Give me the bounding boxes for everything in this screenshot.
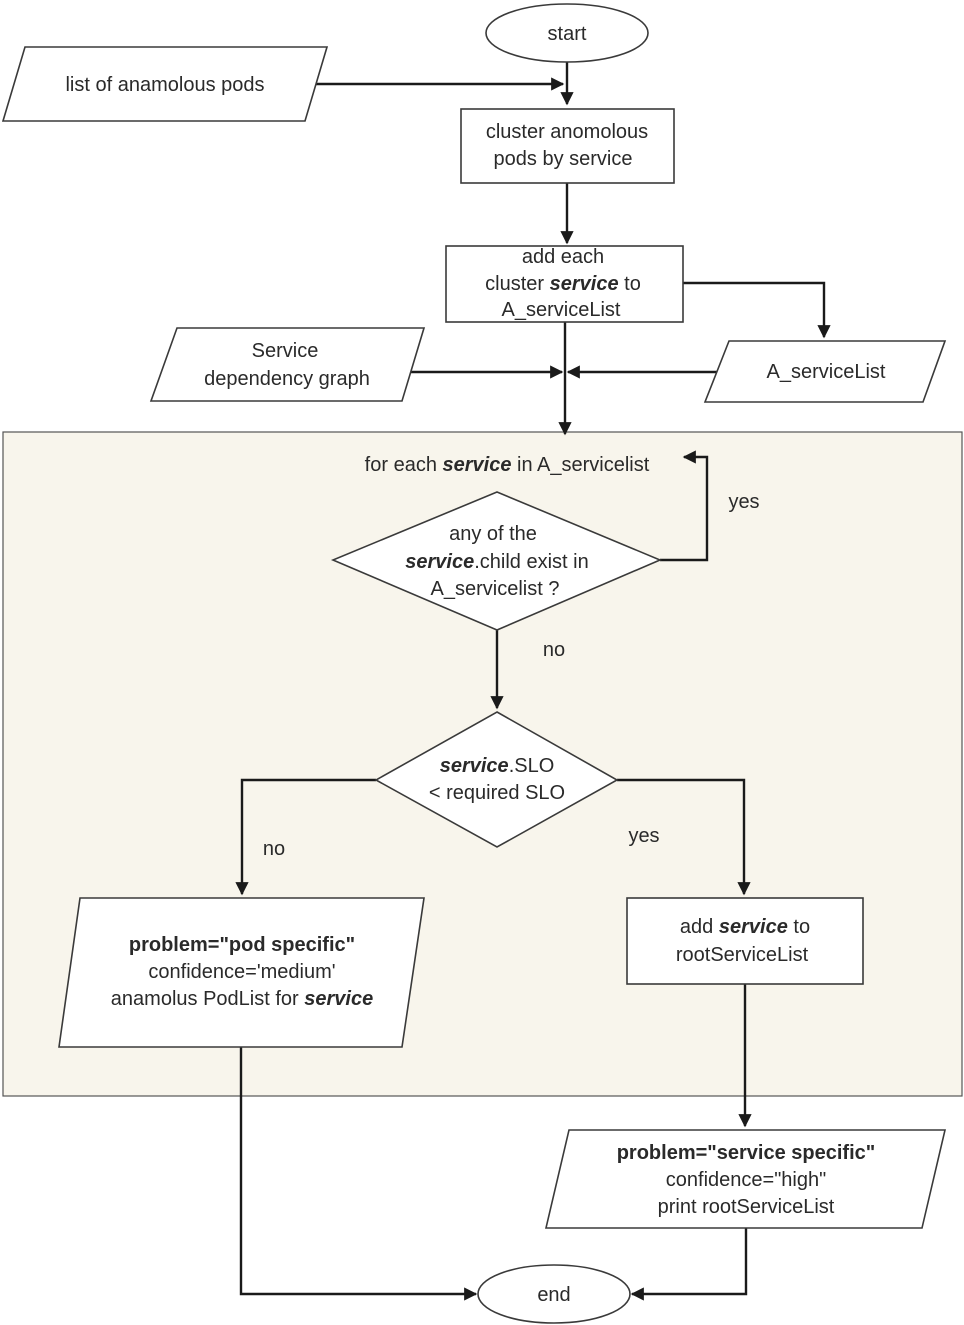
a-servicelist-label: A_serviceList [767, 361, 886, 383]
child-no-label: no [543, 639, 565, 661]
process-add-root-service: add service to rootServiceList [626, 897, 864, 985]
add-each-line1: add each [522, 246, 604, 268]
service-specific-line3: print rootServiceList [658, 1196, 835, 1218]
slo-yes-label: yes [628, 825, 659, 847]
edge-pod-to-end [239, 1047, 478, 1301]
add-root-line1: add service to [680, 916, 810, 938]
start-label: start [548, 23, 587, 45]
process-cluster-pods: cluster anomolous pods by service [460, 108, 675, 184]
loop-label: for each service in A_servicelist [365, 454, 650, 476]
anomalous-pods-label: list of anamolous pods [65, 74, 264, 96]
end-label: end [537, 1284, 570, 1306]
input-dependency-graph: Service dependency graph [149, 327, 426, 402]
child-yes-label: yes [728, 491, 759, 513]
edge-add-to-servicelist [683, 281, 831, 339]
pod-specific-line2: confidence='medium' [148, 961, 335, 983]
start-terminal: start [485, 3, 649, 63]
dependency-graph-line2: dependency graph [204, 368, 370, 390]
output-service-specific: problem="service specific" confidence="h… [544, 1129, 947, 1229]
pod-specific-line1: problem="pod specific" [129, 934, 355, 956]
child-decision-line1: any of the [449, 523, 537, 545]
slo-no-label: no [263, 838, 285, 860]
edge-slo-yes [617, 778, 751, 896]
slo-decision-line1: service.SLO [440, 755, 555, 777]
edge-service-to-end [630, 1228, 748, 1301]
slo-decision-line2: < required SLO [429, 782, 565, 804]
data-a-servicelist: A_serviceList [703, 340, 947, 403]
end-terminal: end [477, 1264, 631, 1324]
service-specific-line1: problem="service specific" [617, 1142, 876, 1164]
cluster-pods-line2: pods by service [494, 148, 633, 170]
edge-child-yes-loop [660, 450, 709, 562]
edge-slo-no [235, 778, 376, 896]
cluster-pods-line1: cluster anomolous [486, 121, 648, 143]
child-decision-line2: service.child exist in [405, 551, 588, 573]
add-root-line2: rootServiceList [676, 944, 809, 966]
add-each-line2: cluster service to [485, 273, 641, 295]
output-pod-specific: problem="pod specific" confidence='mediu… [58, 897, 425, 1048]
decision-slo: service.SLO < required SLO [374, 711, 619, 848]
input-anomalous-pods: list of anamolous pods [1, 46, 329, 122]
add-each-line3: A_serviceList [502, 299, 621, 321]
pod-specific-line3: anamolus PodList for service [111, 988, 373, 1010]
service-specific-line2: confidence="high" [666, 1169, 826, 1191]
child-decision-line3: A_servicelist ? [431, 578, 560, 600]
decision-child-exists: any of the service.child exist in A_serv… [330, 491, 663, 631]
dependency-graph-line1: Service [252, 340, 319, 362]
process-add-each-cluster: add each cluster service to A_serviceLis… [445, 245, 684, 323]
